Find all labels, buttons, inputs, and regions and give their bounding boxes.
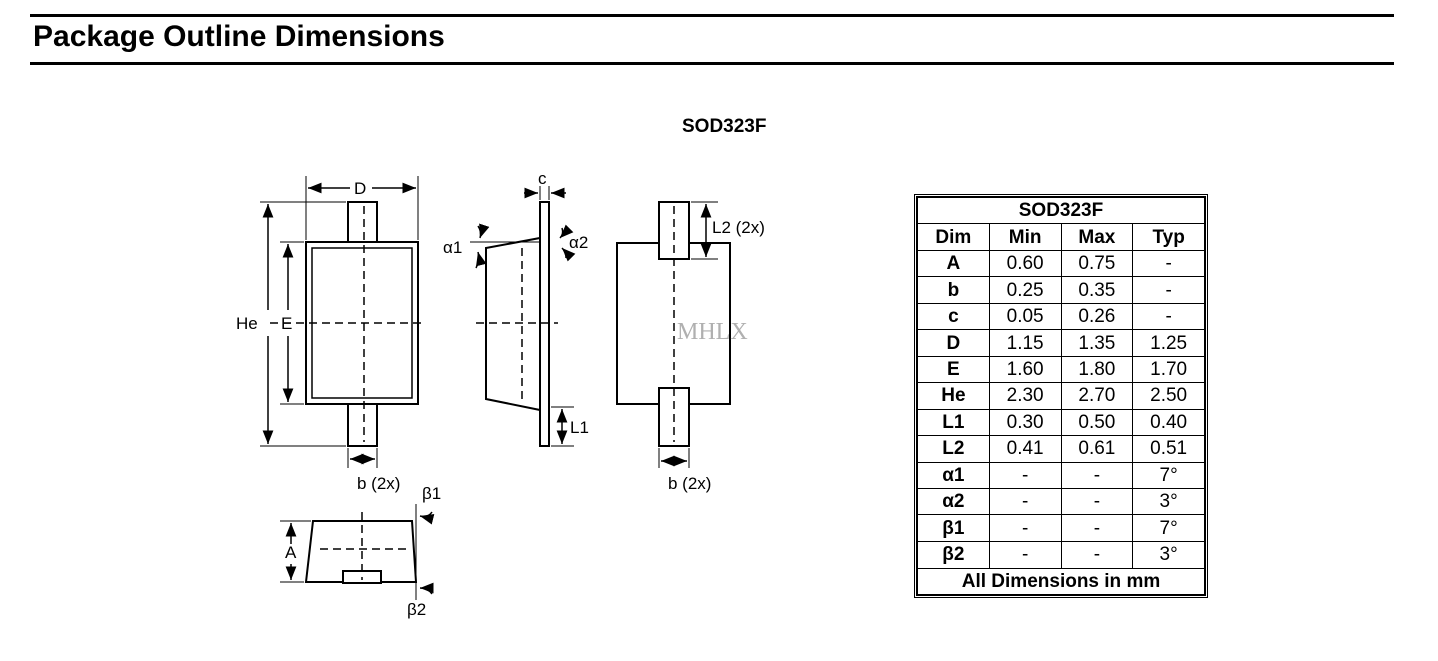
table-footer: All Dimensions in mm xyxy=(917,567,1205,596)
page-title: Package Outline Dimensions xyxy=(33,20,445,53)
label-alpha2: α2 xyxy=(569,233,588,252)
label-c: c xyxy=(538,169,547,188)
min-cell: 0.30 xyxy=(988,408,1062,437)
typ-cell: 0.51 xyxy=(1132,435,1205,463)
min-cell: 2.30 xyxy=(988,382,1062,410)
label-alpha1: α1 xyxy=(443,238,462,257)
dim-name-cell: β2 xyxy=(917,540,990,569)
max-cell: - xyxy=(1060,487,1134,516)
max-cell: 0.75 xyxy=(1060,249,1134,278)
label-A: A xyxy=(285,543,297,562)
col-header-min: Min xyxy=(988,223,1062,251)
col-header-max: Max xyxy=(1060,223,1134,251)
typ-cell: 7° xyxy=(1132,514,1205,542)
typ-cell: 1.25 xyxy=(1132,329,1205,357)
min-cell: 1.60 xyxy=(988,355,1062,384)
table-title: SOD323F xyxy=(917,196,1205,225)
top-lead-lower xyxy=(347,403,378,447)
label-L2: L2 (2x) xyxy=(712,218,765,237)
top-view xyxy=(260,176,425,468)
dim-name-cell: b xyxy=(917,276,990,304)
package-title: SOD323F xyxy=(682,116,767,137)
label-beta1: β1 xyxy=(422,484,441,503)
typ-cell: - xyxy=(1132,302,1205,331)
max-cell: - xyxy=(1060,540,1134,569)
dim-name-cell: α2 xyxy=(917,487,990,516)
bottom-rule xyxy=(30,62,1394,65)
max-cell: 1.35 xyxy=(1060,329,1134,357)
typ-cell: - xyxy=(1132,276,1205,304)
typ-cell: 2.50 xyxy=(1132,382,1205,410)
side-body xyxy=(485,236,541,412)
typ-cell: 7° xyxy=(1132,461,1205,490)
label-He: He xyxy=(236,314,258,333)
min-cell: 0.60 xyxy=(988,249,1062,278)
max-cell: 0.50 xyxy=(1060,408,1134,437)
label-D: D xyxy=(354,179,366,198)
dim-name-cell: He xyxy=(917,382,990,410)
bottom-view xyxy=(616,201,731,468)
typ-cell: - xyxy=(1132,249,1205,278)
min-cell: - xyxy=(988,540,1062,569)
watermark: MHLX xyxy=(677,319,748,345)
min-cell: - xyxy=(988,461,1062,490)
table-row: β1--7° xyxy=(917,514,1205,542)
label-beta2: β2 xyxy=(407,600,426,619)
col-header-typ: Typ xyxy=(1132,223,1205,251)
min-cell: - xyxy=(988,487,1062,516)
min-cell: 0.05 xyxy=(988,302,1062,331)
dim-name-cell: A xyxy=(917,249,990,278)
max-cell: - xyxy=(1060,461,1134,490)
end-view xyxy=(280,504,435,600)
dim-name-cell: D xyxy=(917,329,990,357)
side-lead xyxy=(539,201,550,447)
min-cell: 0.41 xyxy=(988,435,1062,463)
side-view xyxy=(470,186,576,447)
label-L1: L1 xyxy=(570,418,589,437)
max-cell: 2.70 xyxy=(1060,382,1134,410)
typ-cell: 1.70 xyxy=(1132,355,1205,384)
table-row: α1--7° xyxy=(917,461,1205,490)
dim-name-cell: L1 xyxy=(917,408,990,437)
col-header-dim: Dim xyxy=(917,223,990,251)
max-cell: - xyxy=(1060,514,1134,542)
label-E: E xyxy=(281,314,292,333)
min-cell: 1.15 xyxy=(988,329,1062,357)
top-rule xyxy=(30,14,1394,17)
typ-cell: 3° xyxy=(1132,487,1205,516)
max-cell: 0.35 xyxy=(1060,276,1134,304)
min-cell: - xyxy=(988,514,1062,542)
dim-name-cell: β1 xyxy=(917,514,990,542)
max-cell: 1.80 xyxy=(1060,355,1134,384)
max-cell: 0.61 xyxy=(1060,435,1134,463)
label-b-left: b (2x) xyxy=(357,474,400,493)
dim-name-cell: α1 xyxy=(917,461,990,490)
table-row: α2--3° xyxy=(917,487,1205,516)
typ-cell: 3° xyxy=(1132,540,1205,569)
max-cell: 0.26 xyxy=(1060,302,1134,331)
dim-name-cell: c xyxy=(917,302,990,331)
top-lead-upper xyxy=(347,201,378,245)
typ-cell: 0.40 xyxy=(1132,408,1205,437)
dim-name-cell: E xyxy=(917,355,990,384)
label-b-right: b (2x) xyxy=(668,474,711,493)
table-header-row: Dim Min Max Typ xyxy=(917,223,1205,251)
min-cell: 0.25 xyxy=(988,276,1062,304)
table-row: β2--3° xyxy=(917,540,1205,569)
dim-name-cell: L2 xyxy=(917,435,990,463)
